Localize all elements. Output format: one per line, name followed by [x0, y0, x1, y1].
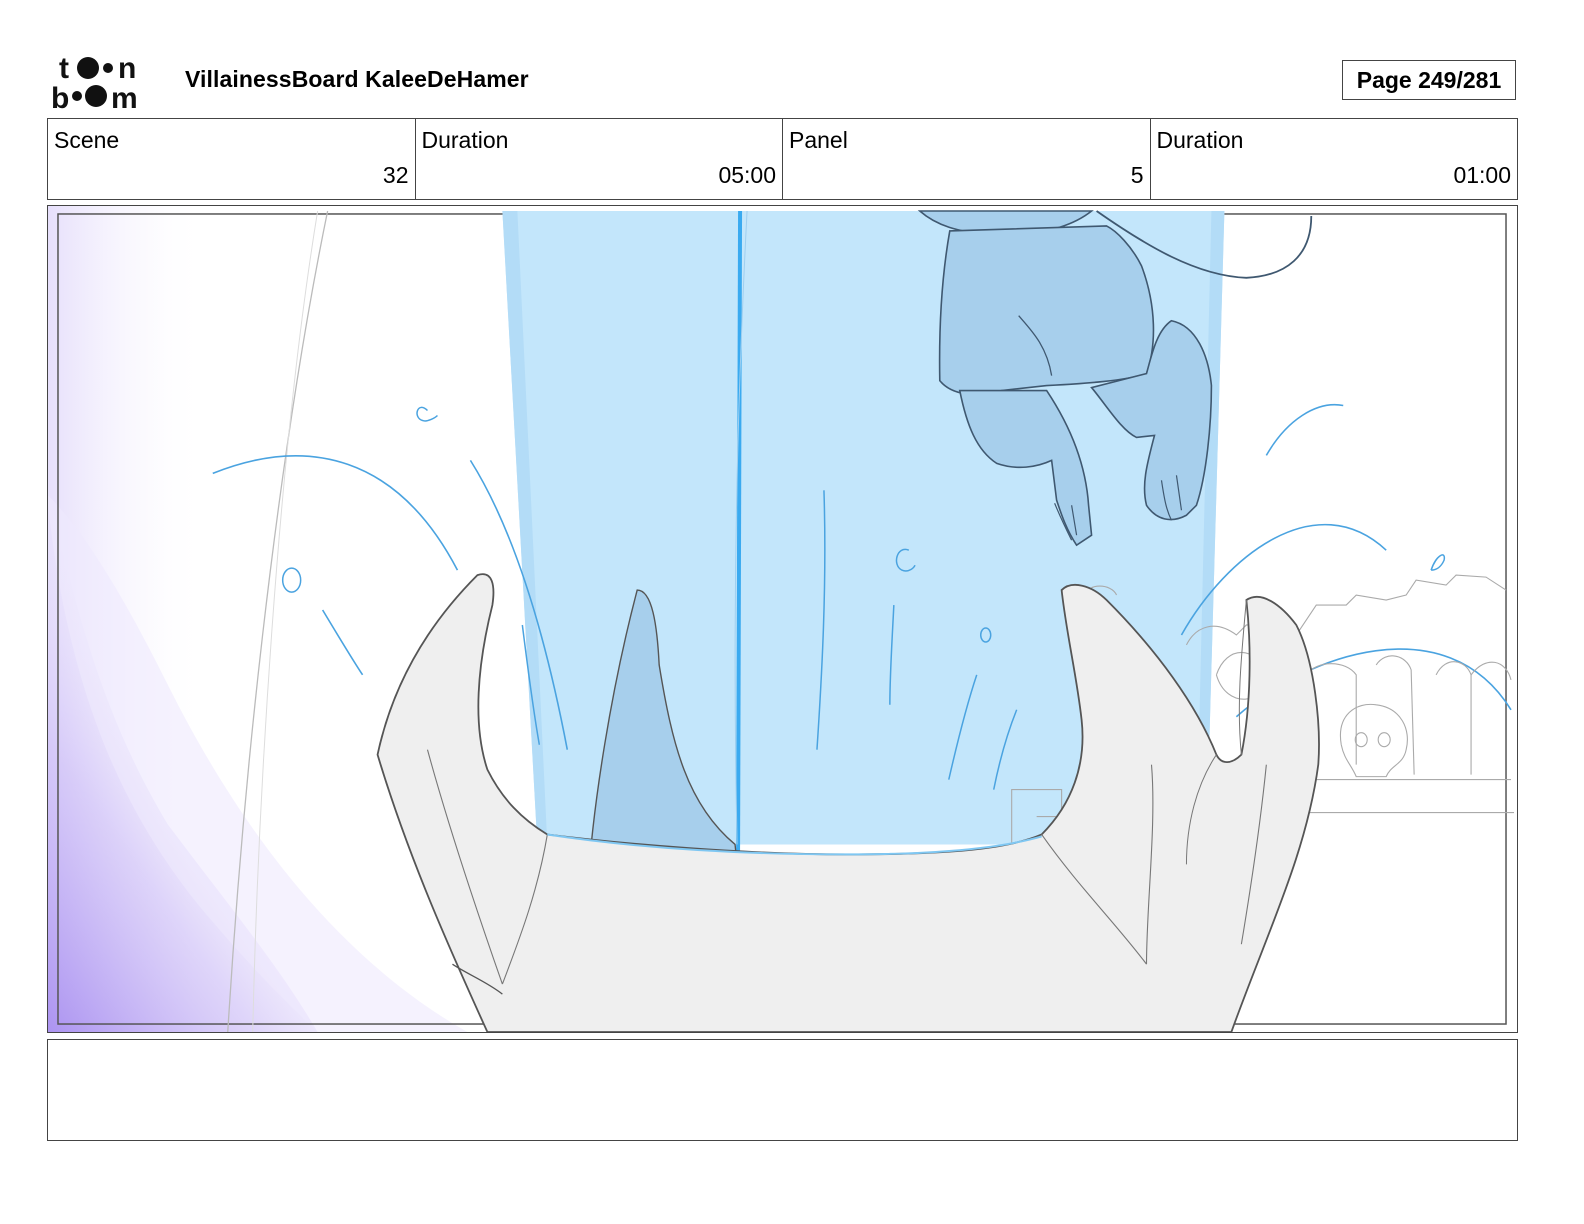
panel-notes-box[interactable]: [47, 1039, 1518, 1141]
svg-text:m: m: [111, 82, 138, 112]
scene-duration-cell: Duration 05:00: [416, 119, 783, 199]
vignette-shape: [48, 485, 318, 1032]
horned-basin: [376, 573, 1320, 1032]
scene-label: Scene: [54, 127, 120, 153]
scene-duration-label: Duration: [421, 127, 509, 153]
panel-value: 5: [1130, 162, 1144, 188]
splash-arc-left: [212, 455, 459, 571]
toonboom-logo: t n b m: [50, 50, 166, 112]
svg-text:n: n: [118, 52, 136, 85]
center-spike: [586, 589, 738, 896]
panel-duration-label: Duration: [1156, 127, 1244, 153]
panel-duration-value: 01:00: [1453, 162, 1511, 188]
project-title: VillainessBoard KaleeDeHamer: [185, 66, 529, 92]
svg-text:b: b: [51, 82, 69, 112]
scene-info-table: Scene 32 Duration 05:00 Panel 5 Duration…: [47, 118, 1518, 200]
page-number: Page 249/281: [1342, 60, 1516, 100]
beam-center-line: [736, 210, 743, 853]
panel-cell: Panel 5: [783, 119, 1151, 199]
splash-arc-right-top: [1265, 403, 1344, 456]
panel-label: Panel: [789, 127, 848, 153]
storyboard-panel: [47, 205, 1518, 1033]
scene-cell: Scene 32: [48, 119, 416, 199]
scene-duration-value: 05:00: [718, 162, 776, 188]
panel-drawing: [48, 206, 1517, 1032]
character-legs: [917, 210, 1313, 547]
scene-value: 32: [382, 162, 409, 188]
svg-text:t: t: [59, 52, 69, 85]
panel-duration-cell: Duration 01:00: [1151, 119, 1518, 199]
